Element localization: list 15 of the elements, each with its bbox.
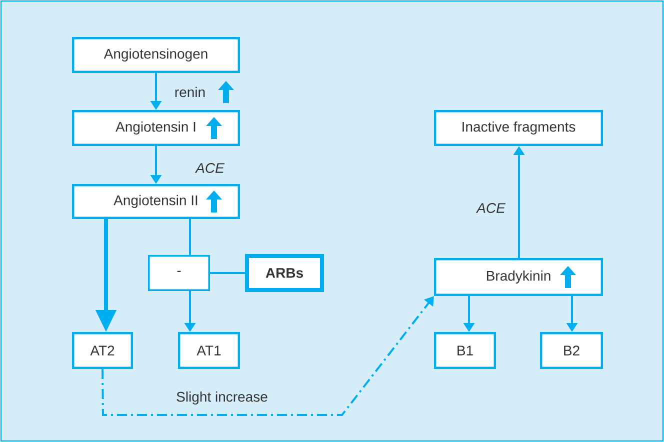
molecule-box: Bradykinin <box>434 258 603 296</box>
molecule-box: Inactive fragments <box>434 110 603 146</box>
receptor-box: - <box>148 255 210 291</box>
molecule-box: Angiotensin II <box>72 184 240 219</box>
edge-label: ACE <box>194 163 225 173</box>
edge-label: renin <box>175 86 205 98</box>
edge-label: Slight increase <box>176 391 268 405</box>
receptor-box: AT1 <box>178 332 240 369</box>
drug-box: ARBs <box>245 254 324 292</box>
edge-label: ACE <box>476 203 506 213</box>
molecule-box: Angiotensinogen <box>72 37 240 73</box>
molecule-box: Angiotensin I <box>72 110 240 146</box>
receptor-box: B2 <box>540 332 603 369</box>
receptor-box: B1 <box>434 332 496 369</box>
receptor-box: AT2 <box>72 332 133 369</box>
